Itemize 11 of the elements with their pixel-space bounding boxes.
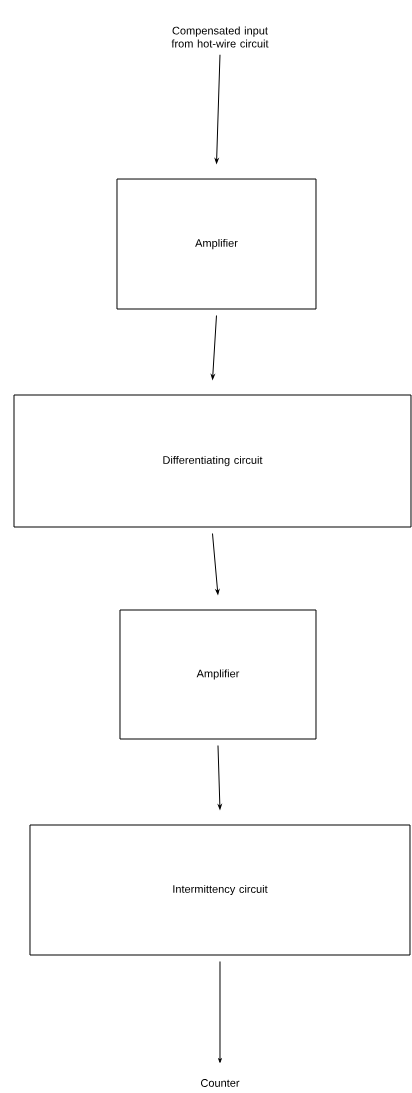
arrow [217, 745, 222, 810]
process-box: Intermittency circuit [29, 824, 411, 956]
signal-label: Compensated input from hot-wire circuit [171, 26, 269, 48]
arrow [214, 54, 221, 164]
process-box: Differentiating circuit [13, 394, 412, 528]
signal-label: Counter [201, 1079, 240, 1087]
arrow [218, 961, 222, 1063]
arrow [210, 315, 217, 380]
process-box: Amplifier [116, 178, 317, 310]
arrow [212, 533, 220, 595]
process-box: Amplifier [119, 609, 317, 740]
